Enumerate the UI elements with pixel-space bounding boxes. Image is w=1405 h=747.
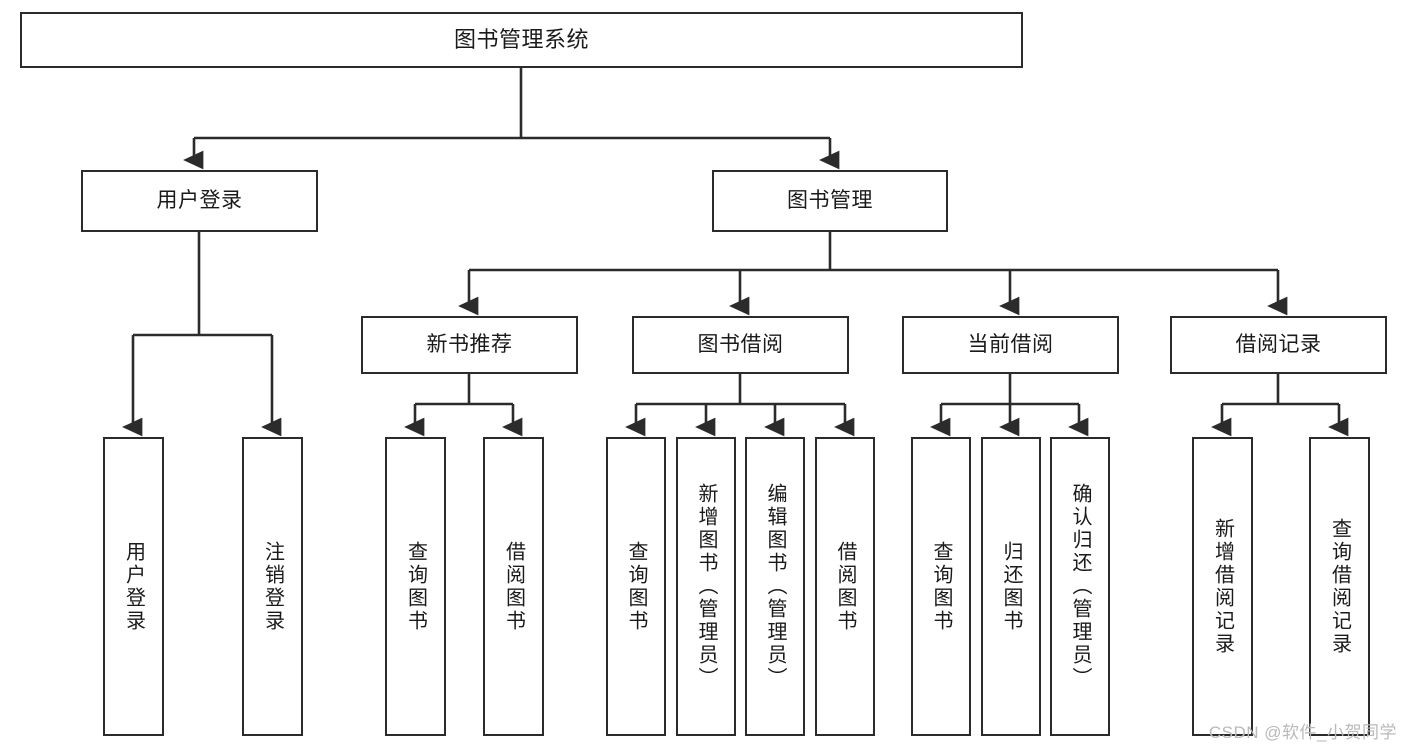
node-label: 借阅记录 [1235,332,1322,356]
node-label: 用户登录 [156,188,243,212]
leaf-current-borrow-query-book[interactable]: 查询图书 [911,437,971,736]
leaf-book-borrow-borrow-book[interactable]: 借阅图书 [815,437,875,736]
node-book-management-system[interactable]: 图书管理系统 [20,12,1023,68]
node-label: 新增图书（管理员） [695,483,717,690]
leaf-book-borrow-add-book-admin[interactable]: 新增图书（管理员） [676,437,736,736]
node-label: 查询图书 [625,540,647,633]
node-label: 新书推荐 [426,332,513,356]
node-label: 编辑图书（管理员） [764,483,786,690]
leaf-book-borrow-query-book[interactable]: 查询图书 [606,437,666,736]
leaf-borrow-record-add-record[interactable]: 新增借阅记录 [1192,437,1253,736]
node-label: 图书借阅 [697,332,784,356]
node-label: 用户登录 [122,540,145,633]
node-label: 图书管理 [787,188,873,212]
leaf-current-borrow-return-book[interactable]: 归还图书 [981,437,1041,736]
node-user-login[interactable]: 用户登录 [81,170,318,232]
node-label: 归还图书 [1000,540,1022,633]
node-label: 借阅图书 [502,540,525,633]
leaf-borrow-record-query-record[interactable]: 查询借阅记录 [1309,437,1370,736]
node-book-borrow[interactable]: 图书借阅 [632,316,849,374]
node-label: 借阅图书 [834,540,856,633]
node-book-management[interactable]: 图书管理 [712,170,948,232]
leaf-user-login-logout[interactable]: 注销登录 [242,437,303,736]
node-label: 查询借阅记录 [1328,517,1351,656]
node-current-borrow[interactable]: 当前借阅 [902,316,1119,374]
node-label: 图书管理系统 [453,27,589,53]
csdn-watermark: CSDN @软件_小贺同学 [1208,723,1397,742]
node-new-book-recommend[interactable]: 新书推荐 [361,316,578,374]
node-label: 查询图书 [930,540,952,633]
leaf-new-book-recommend-borrow-book[interactable]: 借阅图书 [483,437,544,736]
leaf-new-book-recommend-query-book[interactable]: 查询图书 [385,437,446,736]
leaf-user-login-login[interactable]: 用户登录 [103,437,164,736]
node-borrow-record[interactable]: 借阅记录 [1170,316,1387,374]
node-label: 当前借阅 [967,332,1054,356]
node-label: 查询图书 [404,540,427,633]
leaf-book-borrow-edit-book-admin[interactable]: 编辑图书（管理员） [745,437,805,736]
leaf-current-borrow-confirm-return-admin[interactable]: 确认归还（管理员） [1050,437,1110,736]
node-label: 新增借阅记录 [1211,517,1234,656]
node-label: 注销登录 [261,540,284,633]
node-label: 确认归还（管理员） [1069,483,1091,690]
